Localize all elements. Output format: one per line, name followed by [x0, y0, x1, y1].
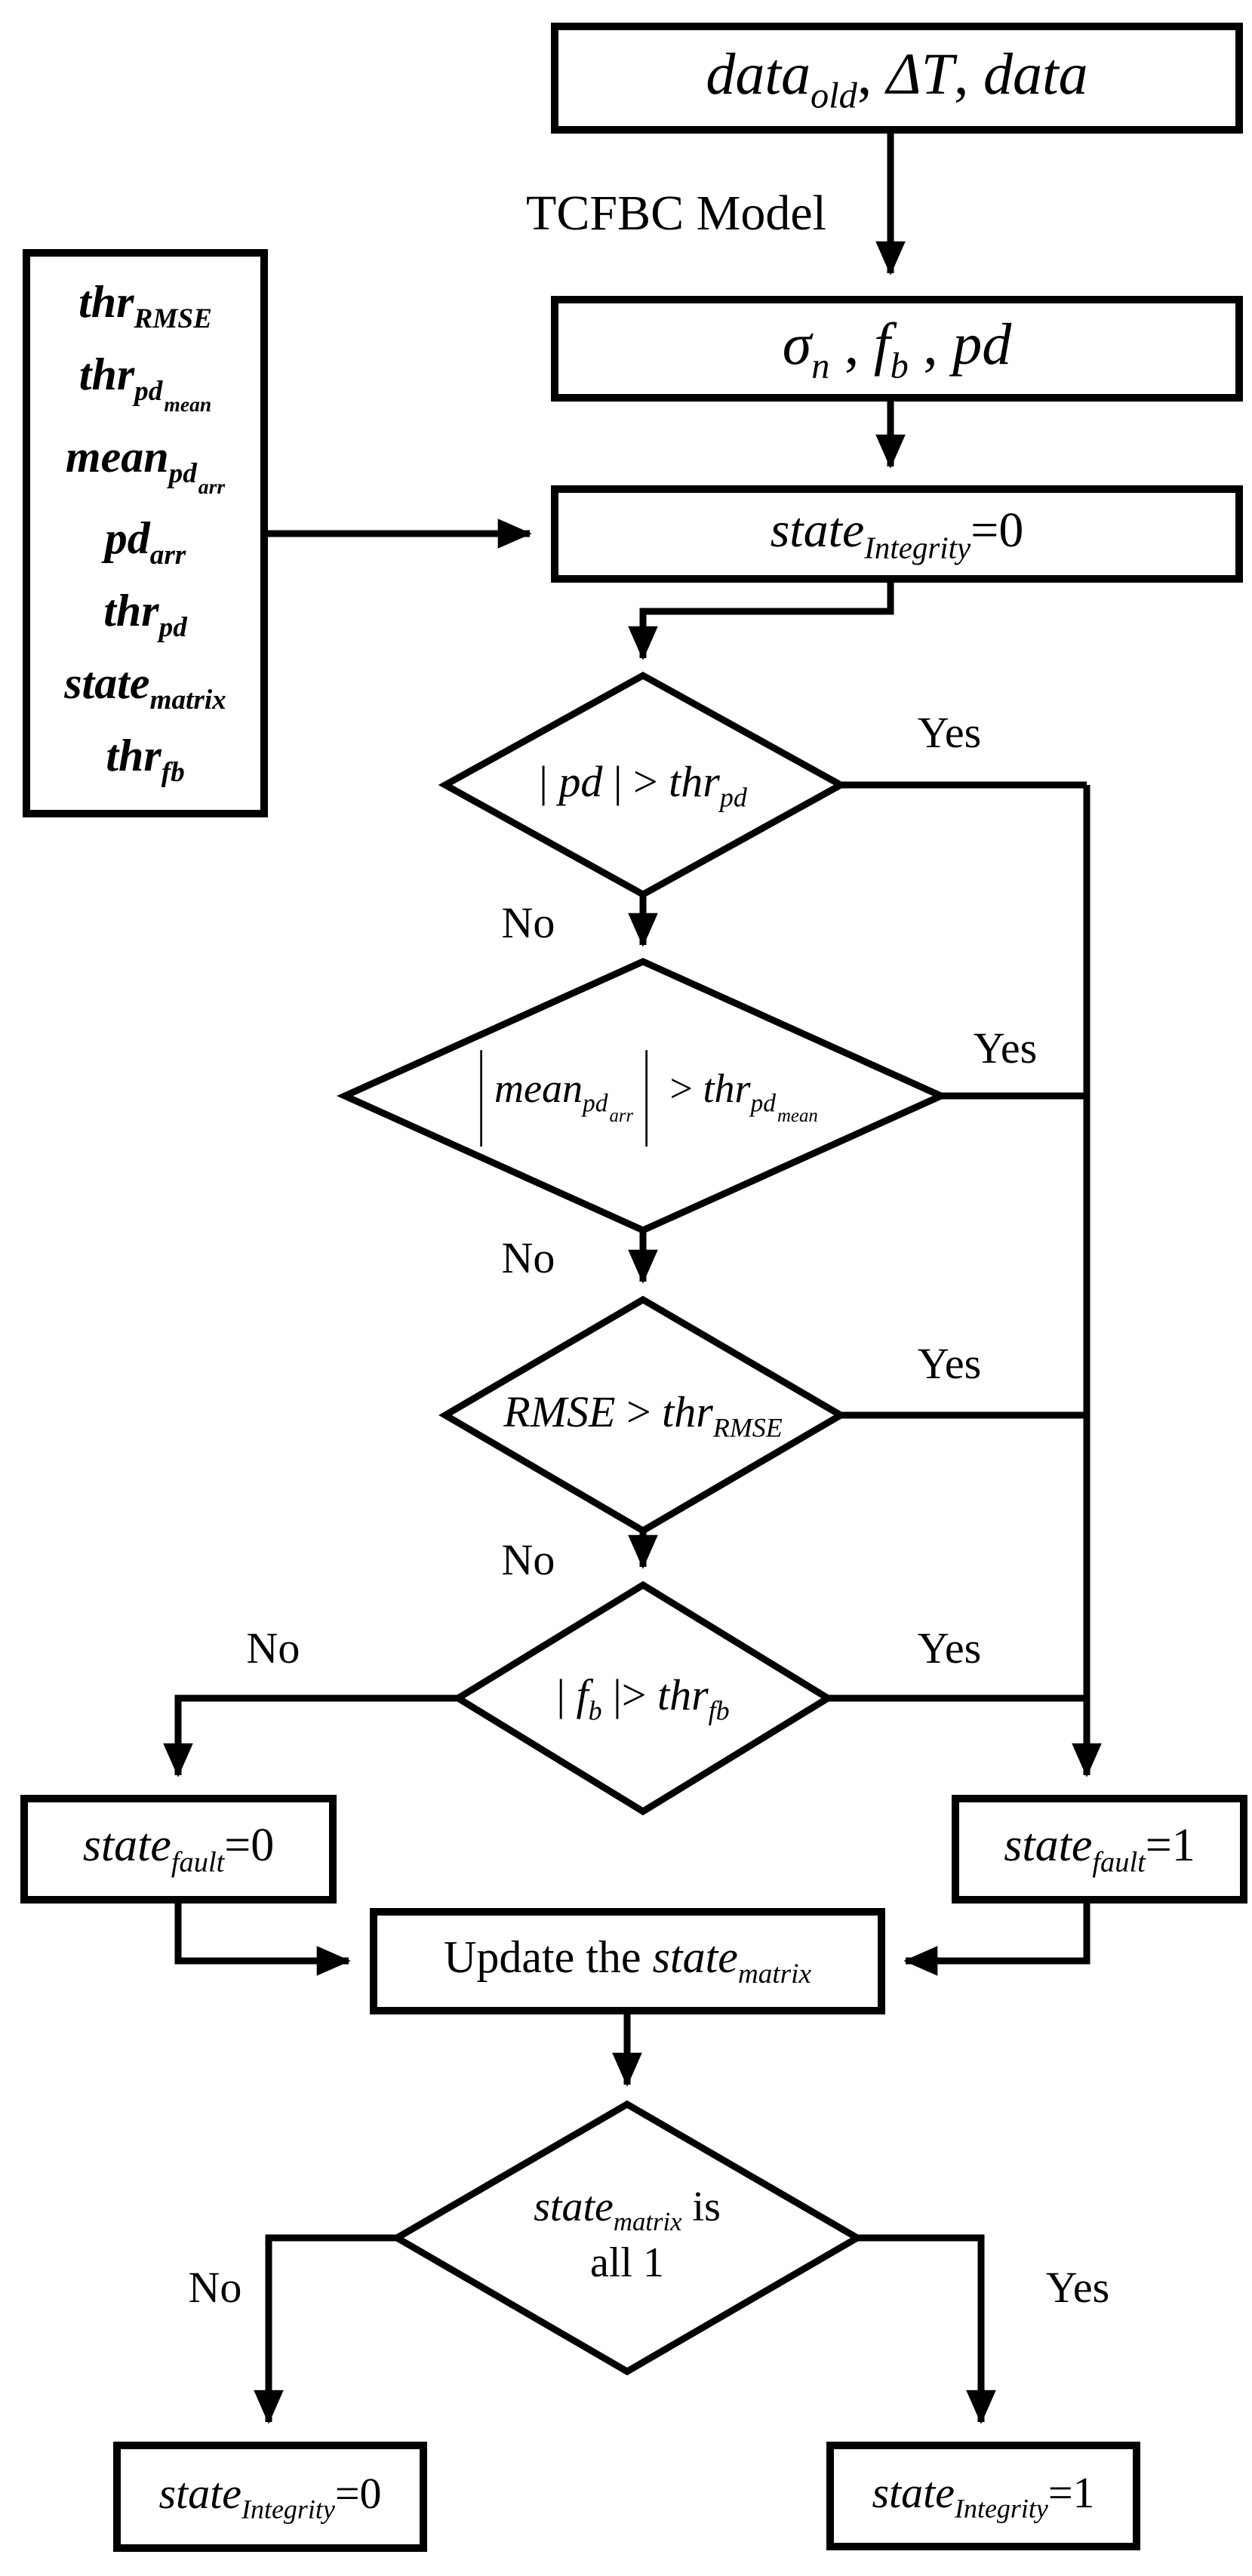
- params-box: thrRMSE thrpdmean meanpdarr pdarr thrpd …: [23, 249, 268, 817]
- arrow-d5-no-to-int0: [254, 2234, 397, 2424]
- node-integrity0-box: stateIntegrity=0: [113, 2442, 427, 2552]
- decision-pd-label: | pd | > thrpd: [539, 757, 747, 813]
- label-no-d1: No: [501, 897, 555, 947]
- arrow-d4-no-to-fault0: [163, 1694, 458, 1777]
- node-init-text: stateIntegrity=0: [770, 503, 1024, 565]
- arrow-fault1-to-update: [903, 1902, 1091, 1976]
- node-fault0-box: statefault=0: [20, 1795, 337, 1904]
- label-no-d4: No: [246, 1623, 300, 1673]
- param-item-mean-pdarr: meanpdarr: [65, 431, 226, 498]
- label-yes-d3: Yes: [917, 1338, 982, 1388]
- node-input-box: dataold, ΔT, data: [551, 23, 1243, 134]
- label-yes-d5: Yes: [1045, 2262, 1110, 2312]
- param-item-thr-rmse: thrRMSE: [78, 277, 212, 335]
- arrow-d5-yes-to-int1: [857, 2234, 996, 2424]
- label-no-d3: No: [501, 1534, 555, 1584]
- decision-matrix-shape: [390, 2100, 864, 2376]
- node-sigma-text: σn , fb , pd: [782, 311, 1012, 386]
- node-fault1-box: statefault=1: [952, 1795, 1247, 1904]
- decision-fb-label: | fb |> thrfb: [556, 1670, 730, 1726]
- node-integrity1-text: stateIntegrity=1: [872, 2468, 1095, 2524]
- param-item-pdarr: pdarr: [104, 513, 186, 571]
- decision-rmse-label: RMSE > thrRMSE: [503, 1387, 783, 1443]
- node-update-box: Update the statematrix: [370, 1908, 885, 2014]
- node-init-box: stateIntegrity=0: [551, 485, 1243, 583]
- tcfbc-model-label: TCFBC Model: [526, 186, 826, 241]
- node-fault0-text: statefault=0: [82, 1820, 275, 1879]
- param-item-state-matrix: statematrix: [64, 658, 226, 716]
- param-item-thr-fb: thrfb: [106, 731, 185, 789]
- label-no-d2: No: [501, 1233, 555, 1282]
- node-input-text: dataold, ΔT, data: [706, 40, 1088, 116]
- node-fault1-text: statefault=1: [1004, 1820, 1195, 1879]
- node-update-text: Update the statematrix: [444, 1932, 811, 1990]
- param-item-thr-pd: thrpd: [103, 586, 187, 644]
- node-sigma-box: σn , fb , pd: [551, 296, 1243, 402]
- decision-pd-shape: [438, 671, 848, 899]
- decision-mean-shape: [337, 958, 949, 1234]
- node-integrity0-text: stateIntegrity=0: [158, 2469, 382, 2525]
- label-no-d5: No: [188, 2262, 242, 2312]
- decision-mean-label: |meanpdarr| > thrpdmean: [477, 1029, 818, 1147]
- arrow-init-to-d1: [628, 580, 894, 660]
- decision-fb-shape: [451, 1580, 835, 1816]
- node-integrity1-box: stateIntegrity=1: [826, 2442, 1140, 2550]
- label-yes-d2: Yes: [973, 1023, 1038, 1073]
- decision-rmse-shape: [438, 1295, 847, 1535]
- param-item-thr-pdmean: thrpdmean: [78, 349, 212, 417]
- label-yes-d4: Yes: [917, 1623, 982, 1673]
- arrow-fault0-to-update: [174, 1902, 351, 1976]
- label-yes-d1: Yes: [917, 707, 982, 757]
